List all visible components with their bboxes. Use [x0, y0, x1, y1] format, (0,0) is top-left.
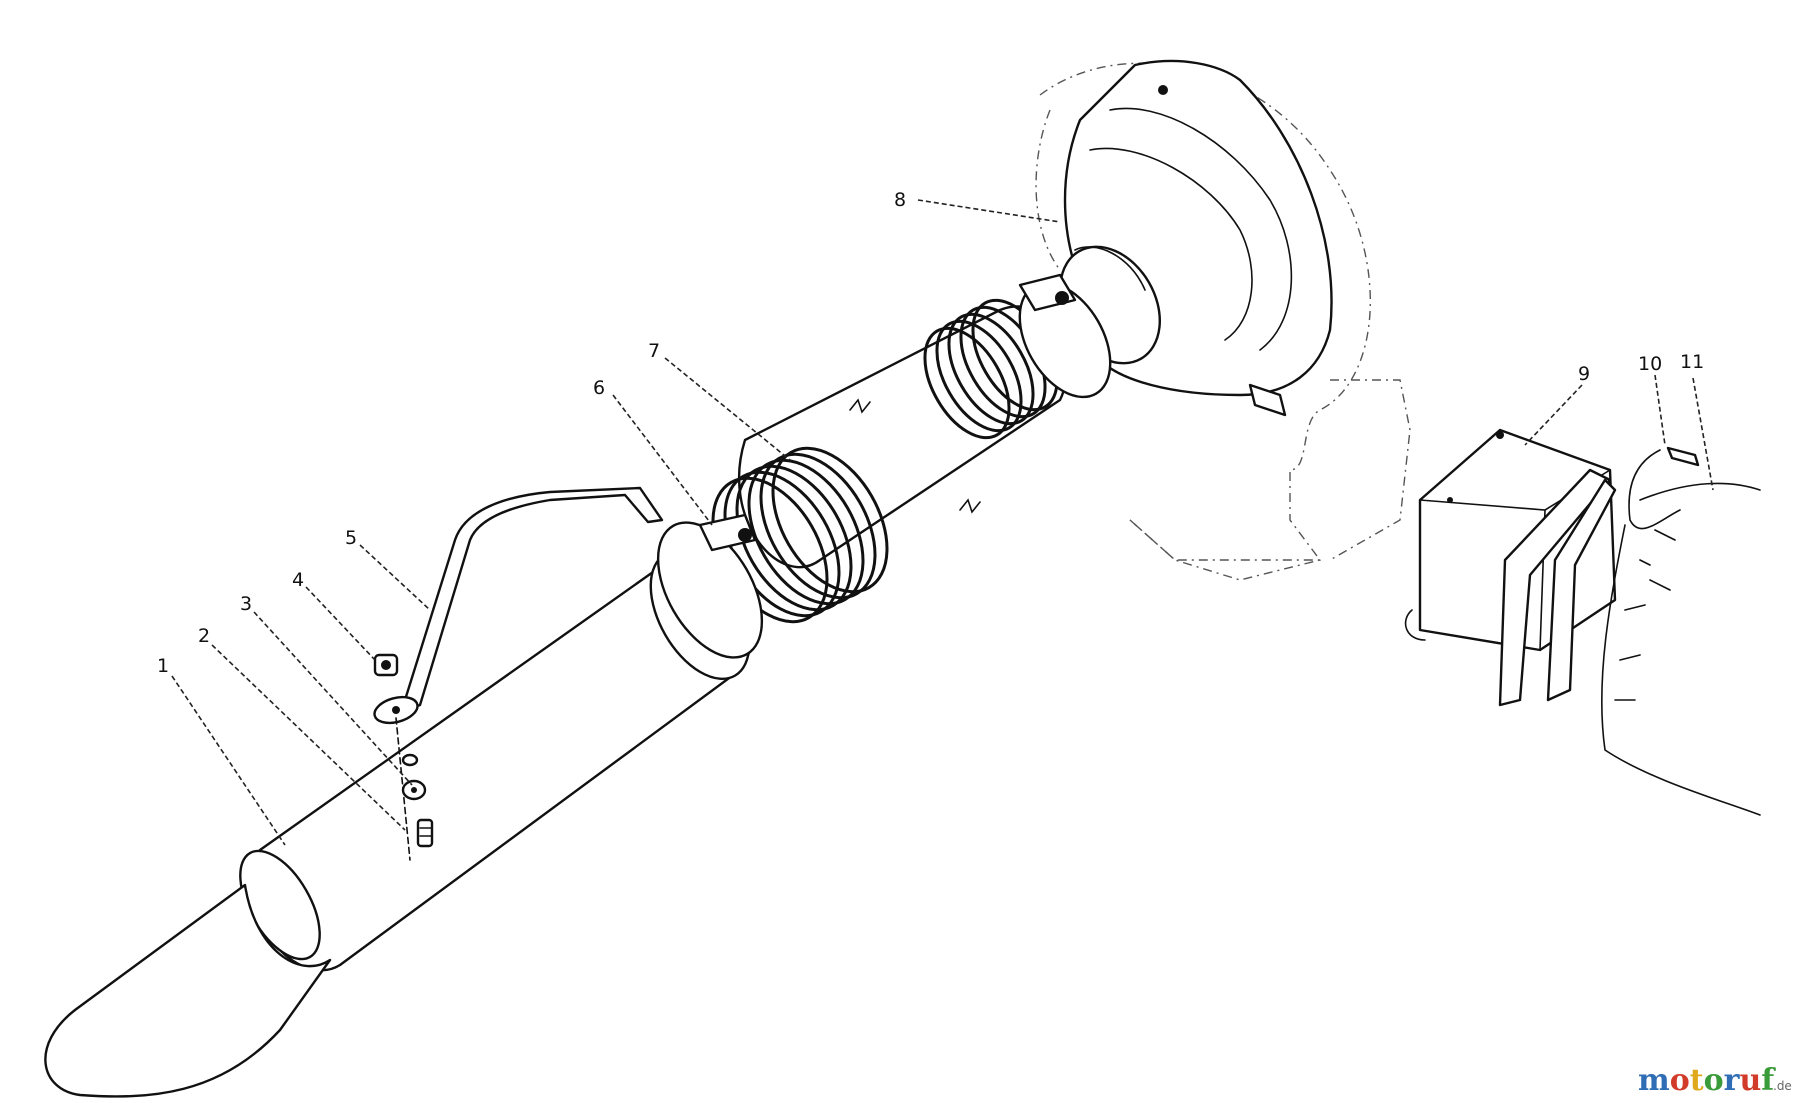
leader-10 — [1654, 374, 1666, 446]
logo-letter: t — [1690, 1063, 1704, 1098]
logo-letter: m — [1638, 1063, 1670, 1098]
callout-2: 2 — [198, 625, 210, 647]
blower-housing-ghost — [1035, 62, 1411, 581]
leader-9 — [1524, 384, 1583, 446]
logo-suffix: .de — [1773, 1079, 1792, 1093]
callout-5: 5 — [345, 527, 357, 549]
leader-2 — [211, 644, 406, 831]
hose-clamp-far — [1018, 273, 1112, 399]
callout-8: 8 — [894, 189, 906, 211]
callout-10: 10 — [1638, 353, 1662, 375]
leader-3 — [253, 611, 413, 786]
leader-1 — [171, 675, 286, 846]
callout-7: 7 — [648, 340, 660, 362]
logo-letter: o — [1704, 1063, 1724, 1098]
leader-5 — [359, 544, 431, 611]
deflector-box — [1404, 428, 1617, 707]
svg-text:motoruf: motoruf — [1638, 1063, 1776, 1098]
callout-4: 4 — [292, 569, 304, 591]
callout-11: 11 — [1680, 351, 1704, 373]
callout-1: 1 — [157, 655, 169, 677]
clip-and-edge — [1600, 446, 1761, 816]
hardware-stack — [373, 653, 434, 861]
logo-letter: o — [1670, 1063, 1690, 1098]
leader-11 — [1692, 377, 1714, 491]
logo-letter: u — [1739, 1063, 1761, 1098]
discharge-tube — [44, 549, 759, 1098]
support-bracket — [373, 486, 664, 725]
motoruf-watermark: motoruf .de — [1638, 1063, 1792, 1098]
flexible-hose — [711, 298, 1068, 624]
leader-8 — [917, 199, 1061, 223]
leader-4 — [305, 586, 376, 661]
callouts: 1 2 3 4 5 6 7 8 9 10 11 — [157, 189, 1704, 677]
chute-adapter — [1059, 59, 1333, 417]
hose-clamp-near — [656, 513, 764, 659]
logo-letter: r — [1724, 1063, 1741, 1098]
callout-9: 9 — [1578, 363, 1590, 385]
leader-6 — [612, 394, 713, 526]
callout-3: 3 — [240, 593, 252, 615]
leader-lines — [171, 199, 1714, 846]
callout-6: 6 — [593, 377, 605, 399]
logo-letter: f — [1761, 1063, 1776, 1098]
leader-7 — [664, 357, 791, 461]
